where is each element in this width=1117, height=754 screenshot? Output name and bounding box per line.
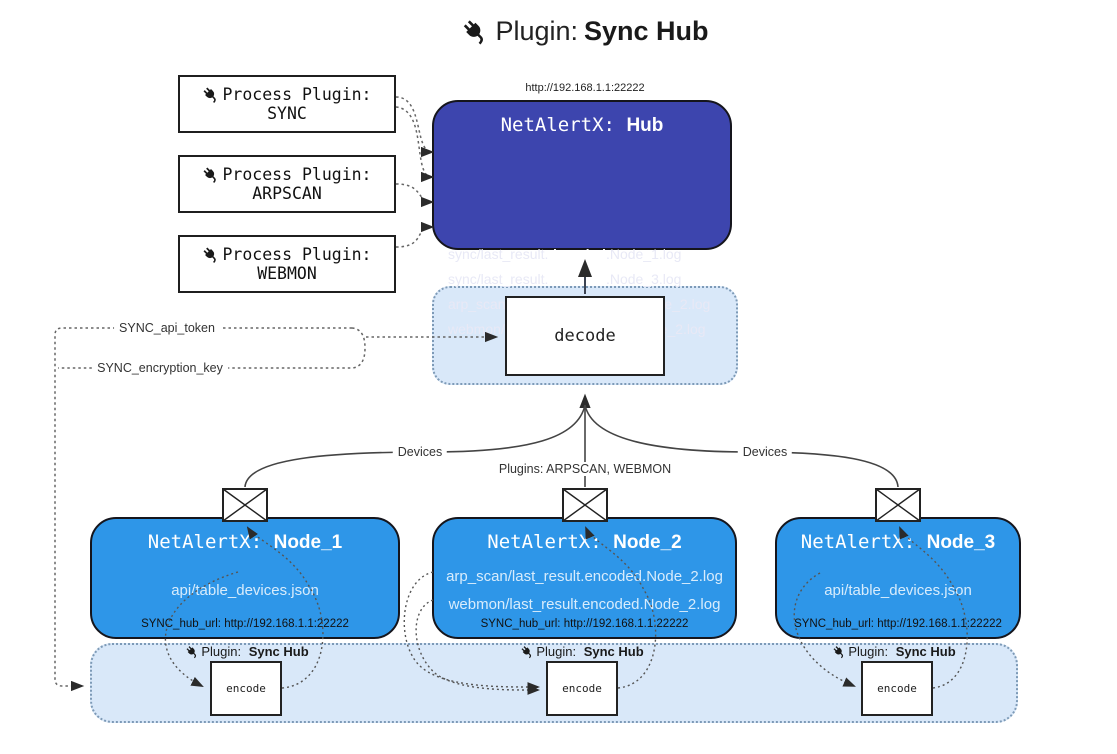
plug-icon bbox=[204, 87, 217, 103]
process-plugin-arpscan: Process Plugin: ARPSCAN bbox=[178, 155, 396, 213]
process-plugin-label: Process Plugin: bbox=[222, 85, 372, 104]
plug-icon bbox=[463, 19, 483, 44]
node-file-line: webmon/last_result.encoded.Node_2.log bbox=[448, 596, 721, 613]
process-plugin-name: SYNC bbox=[267, 104, 307, 123]
encode-label: encode bbox=[562, 682, 602, 695]
hub-title-prefix: NetAlertX: bbox=[500, 114, 615, 136]
plug-icon bbox=[833, 645, 844, 658]
process-plugin-sync: Process Plugin: SYNC bbox=[178, 75, 396, 133]
decode-box: decode bbox=[505, 296, 665, 376]
edge-sync-to-hub-log1 bbox=[395, 96, 435, 158]
plug-icon bbox=[521, 645, 532, 658]
hub-url-label: http://192.168.1.1:22222 bbox=[525, 82, 645, 94]
decode-label: decode bbox=[554, 326, 616, 346]
plug-icon bbox=[204, 247, 217, 263]
plug-icon bbox=[186, 645, 197, 658]
encode-box-2: encode bbox=[546, 661, 618, 716]
node-2-box: NetAlertX: Node_2 arp_scan/last_result.e… bbox=[432, 517, 737, 639]
edge-webmon-to-hub-log4 bbox=[395, 221, 435, 248]
node-1-box: NetAlertX: Node_1 api/table_devices.json… bbox=[90, 517, 400, 639]
plugins-edge-label: Plugins: ARPSCAN, WEBMON bbox=[493, 462, 677, 476]
devices-label-left: Devices bbox=[392, 445, 448, 459]
hub-title: NetAlertX: Hub bbox=[434, 114, 730, 137]
process-plugin-label: Process Plugin: bbox=[222, 165, 372, 184]
title-prefix: Plugin: bbox=[495, 16, 579, 46]
title-name: Sync Hub bbox=[584, 16, 709, 46]
sync-api-token-label: SYNC_api_token bbox=[114, 321, 220, 335]
hub-title-name: Hub bbox=[626, 115, 664, 136]
node-file-line: api/table_devices.json bbox=[824, 582, 972, 599]
page-title: Plugin: Sync Hub bbox=[461, 16, 709, 47]
encode-label: encode bbox=[226, 682, 266, 695]
encode-plugin-label: Plugin: Sync Hub bbox=[832, 644, 956, 659]
process-plugin-name: WEBMON bbox=[257, 264, 317, 283]
process-plugin-webmon: Process Plugin: WEBMON bbox=[178, 235, 396, 293]
process-plugin-label: Process Plugin: bbox=[222, 245, 372, 264]
hub-box: NetAlertX: Hub sync/last_result.decoded.… bbox=[432, 100, 732, 337]
encode-plugin-label: Plugin: Sync Hub bbox=[520, 644, 644, 659]
node-hub-url: SYNC_hub_url: http://192.168.1.1:22222 bbox=[141, 618, 349, 630]
node-hub-url: SYNC_hub_url: http://192.168.1.1:22222 bbox=[480, 618, 689, 630]
node-3-box: NetAlertX: Node_3 api/table_devices.json… bbox=[775, 517, 1021, 639]
hub-log-line: sync/last_result.decoded.Node_3.log bbox=[448, 271, 682, 287]
node-title: NetAlertX: Node_3 bbox=[800, 531, 996, 553]
edge-arpscan-to-hub-log3 bbox=[395, 183, 435, 208]
node-file-line: api/table_devices.json bbox=[171, 582, 319, 599]
node-title: NetAlertX: Node_2 bbox=[487, 531, 682, 553]
process-plugin-name: ARPSCAN bbox=[252, 184, 322, 203]
encode-box-3: encode bbox=[861, 661, 933, 716]
encode-label: encode bbox=[877, 682, 917, 695]
encode-plugin-label: Plugin: Sync Hub bbox=[185, 644, 309, 659]
plug-icon bbox=[204, 167, 217, 183]
edge-sync-to-hub-log2 bbox=[395, 106, 435, 183]
devices-label-right: Devices bbox=[737, 445, 793, 459]
sync-encryption-key-label: SYNC_encryption_key bbox=[92, 361, 228, 375]
node-file-line: arp_scan/last_result.encoded.Node_2.log bbox=[446, 568, 723, 585]
node-hub-url: SYNC_hub_url: http://192.168.1.1:22222 bbox=[794, 618, 1002, 630]
node-title: NetAlertX: Node_1 bbox=[147, 531, 343, 553]
encode-box-1: encode bbox=[210, 661, 282, 716]
hub-log-line: sync/last_result.decoded.Node_1.log bbox=[448, 246, 682, 262]
